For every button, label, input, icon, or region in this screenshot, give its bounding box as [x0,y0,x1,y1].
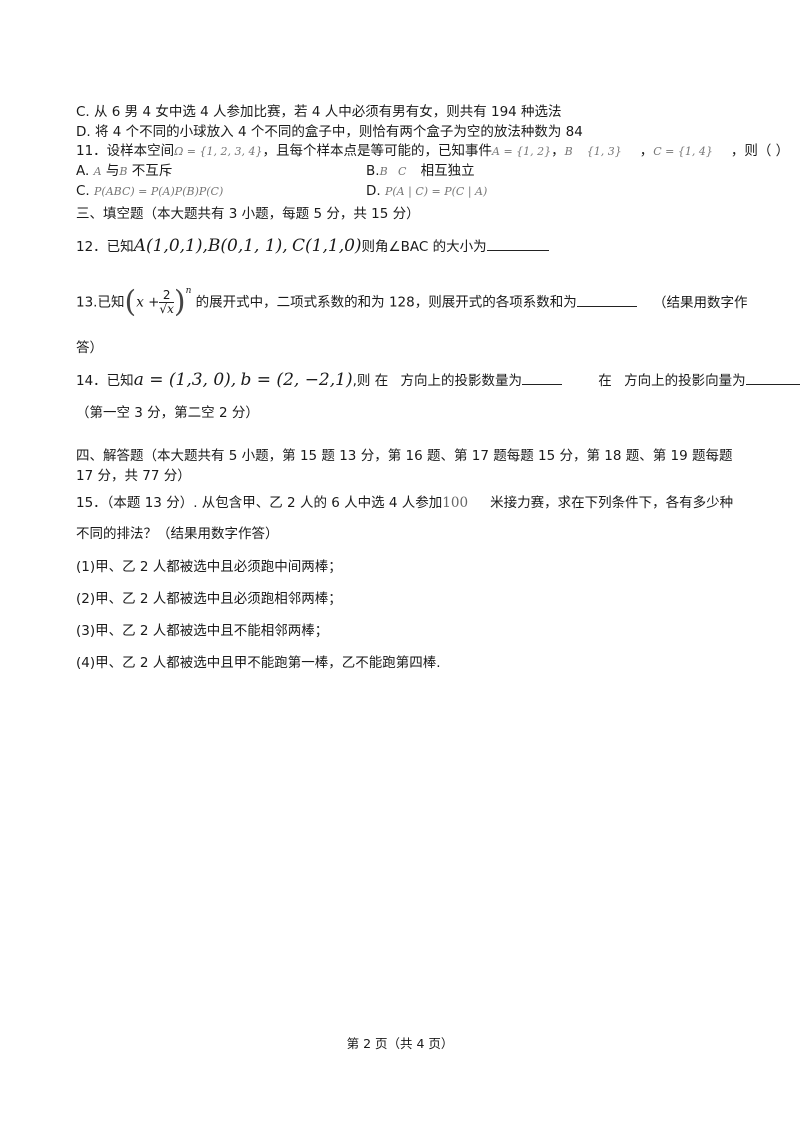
q11-option-a-text1: 与 [105,163,120,179]
q11-option-a-math1: A [93,165,102,178]
q15-stem: 15．（本题 13 分）. 从包含甲、乙 2 人的 6 人中选 4 人参加100… [76,494,733,512]
q15-post: 米接力赛，求在下列条件下，各有多少种 [490,495,734,511]
q15-part-1: (1)甲、乙 2 人都被选中且必须跑中间两棒； [76,559,342,575]
q11-event-a: A = {1, 2} [492,145,552,158]
q14: 14．已知a = (1,3, 0), b = (2, −2,1),则 在 方向上… [76,369,800,392]
q11-option-d-label: D. [366,183,381,199]
q11-event-c: C = {1, 4} [653,145,713,158]
q13-exponent: n [185,286,192,296]
q13-fraction: 2√x [159,289,174,316]
section-4-title-line1: 四、解答题（本大题共有 5 小题，第 15 题 13 分，第 16 题、第 17… [76,448,733,464]
q11-option-b-label: B. [366,163,380,179]
q13: 13.已知(x +2√x)n 的展开式中，二项式系数的和为 128，则展开式的各… [76,284,748,320]
q14-answer-blank-2[interactable] [745,370,800,385]
q11-sep1: ， [551,143,565,159]
q11-option-b-text: 相互独立 [420,163,475,179]
q11-stem-a: 11．设样本空间 [76,143,175,159]
q11-option-a-label: A. [76,163,90,179]
q15-part-3: (3)甲、乙 2 人都被选中且不能相邻两棒； [76,623,329,639]
q12-pre: 12．已知 [76,239,134,255]
q15-part-2: (2)甲、乙 2 人都被选中且必须跑相邻两棒； [76,591,342,607]
q14-text3: 方向上的投影数量为 [400,373,523,389]
q11-option-c-label: C. [76,183,90,199]
section-3-title: 三、填空题（本大题共有 3 小题，每题 5 分，共 15 分） [76,206,420,222]
q11-option-c-math: P(ABC) = P(A)P(B)P(C) [94,185,224,198]
q12-answer-blank[interactable] [486,236,549,251]
q13-answer-blank[interactable] [576,292,637,307]
q11-stem: 11．设样本空间Ω = {1, 2, 3, 4}，且每个样本点是等可能的，已知事… [76,142,789,161]
q11-option-a-math2: B [119,165,128,178]
q14-note: （第一空 3 分，第二空 2 分） [76,405,259,421]
q13-term-x: x + [136,294,160,311]
q12-post: 则角∠BAC 的大小为 [361,239,487,255]
q11-stem-end: ，则（ ） [730,143,790,159]
q11-option-b-math1: B [379,165,388,178]
q11-option-b: B.B C 相互独立 [366,162,475,181]
q13-frac-den: √x [159,302,174,316]
q13-post: 的展开式中，二项式系数的和为 128，则展开式的各项系数和为 [195,294,577,311]
q13-frac-num: 2 [159,289,174,303]
q14-text4: 在 [598,373,612,389]
q11-option-d-math: P(A | C) = P(C | A) [384,185,488,198]
q14-answer-blank-1[interactable] [522,370,562,385]
section-4-title-line2: 17 分，共 77 分） [76,468,191,484]
q14-text2: 在 [374,373,389,389]
q11-option-d: D. P(A | C) = P(C | A) [366,182,487,201]
page-footer: 第 2 页（共 4 页） [346,1036,454,1051]
q10-option-c: C. 从 6 男 4 女中选 4 人参加比赛，若 4 人中必须有男有女，则共有 … [76,104,562,120]
q14-text1: ,则 [352,373,371,389]
q14-text5: 方向上的投影向量为 [624,373,746,389]
q15-stem-line2: 不同的排法？（结果用数字作答） [76,526,279,542]
q15-part-4: (4)甲、乙 2 人都被选中且甲不能跑第一棒，乙不能跑第四棒. [76,655,441,671]
q12-point-a: A(1,0,1) [133,236,203,256]
q14-vector-a: a = (1,3, 0), [133,370,237,390]
q11-option-c: C. P(ABC) = P(A)P(B)P(C) [76,182,223,201]
q11-sep2: ， [639,143,654,159]
q12-point-c: C(1,1,0) [292,236,362,256]
q13-note-cont: 答） [76,340,103,356]
q13-pre: 13.已知 [76,294,125,311]
q15-number-100: 100 [442,495,469,511]
q14-vector-b: b = (2, −2,1) [240,370,353,390]
q11-option-b-math2: C [397,165,407,178]
q14-pre: 14．已知 [76,373,134,389]
q11-option-a: A. A 与B 不互斥 [76,162,172,181]
q13-note: （结果用数字作 [653,294,748,311]
q11-stem-b: ，且每个样本点是等可能的，已知事件 [262,143,493,159]
q11-option-a-text2: 不互斥 [131,163,173,179]
q12-point-b: ,B(0,1, 1), [202,236,288,256]
q15-pre: 15．（本题 13 分）. 从包含甲、乙 2 人的 6 人中选 4 人参加 [76,495,443,511]
q11-omega: Ω = {1, 2, 3, 4} [174,145,263,158]
q12: 12．已知A(1,0,1),B(0,1, 1), C(1,1,0)则角∠BAC … [76,236,549,256]
q11-event-b: B {1, 3} [564,145,622,158]
q10-option-d: D. 将 4 个不同的小球放入 4 个不同的盒子中，则恰有两个盒子为空的放法种数… [76,124,583,140]
